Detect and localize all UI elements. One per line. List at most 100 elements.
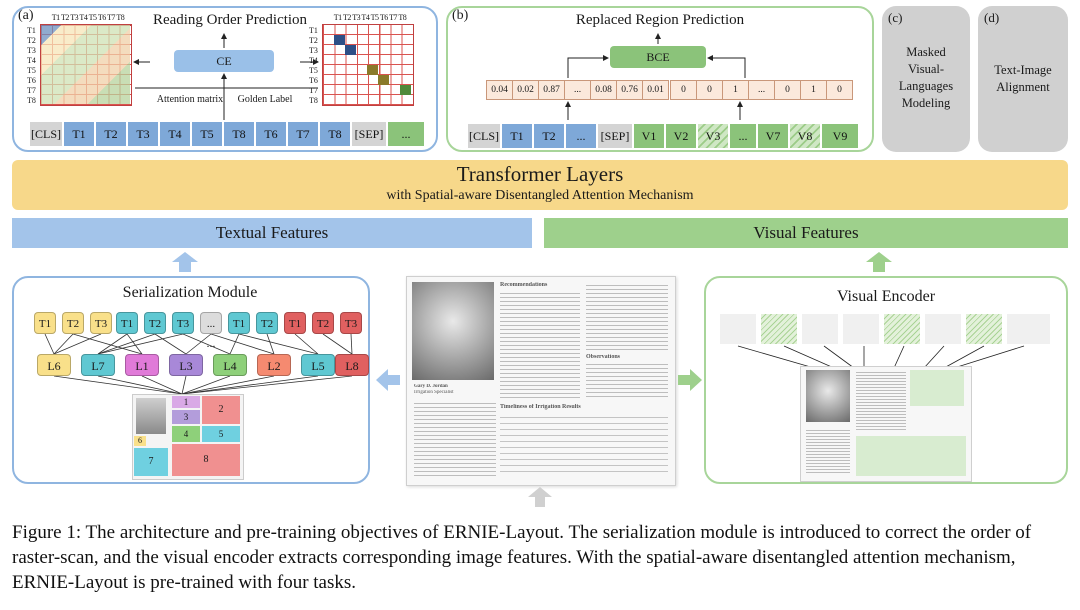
textual-features-band: Textual Features bbox=[12, 218, 532, 248]
panel-a-arrows bbox=[133, 33, 319, 120]
l-node: L1 bbox=[125, 354, 159, 376]
t-node: T3 bbox=[90, 312, 112, 334]
document-column-3 bbox=[586, 361, 668, 399]
serialization-module-panel bbox=[12, 276, 370, 484]
token-sep-a: [SEP] bbox=[352, 122, 386, 146]
token-a: T2 bbox=[96, 122, 126, 146]
token-a: T8 bbox=[224, 122, 254, 146]
region-photo bbox=[136, 398, 166, 434]
region-box: 3 bbox=[172, 410, 200, 424]
t-node: T1 bbox=[116, 312, 138, 334]
region-box: 6 bbox=[134, 436, 146, 446]
visual-encoder-panel bbox=[704, 276, 1068, 484]
document-heading-recommendations: Recommendations bbox=[500, 282, 548, 288]
serialization-title: Serialization Module bbox=[122, 284, 258, 301]
document-column-2 bbox=[586, 282, 668, 352]
t-node: T2 bbox=[144, 312, 166, 334]
panel-c-mvlm bbox=[882, 6, 970, 152]
document-column-1 bbox=[500, 290, 580, 400]
document-caption-role: Irrigation Specialist bbox=[414, 390, 454, 395]
panel-b-title: Replaced Region Prediction bbox=[575, 12, 745, 28]
transformer-layers-band bbox=[12, 160, 1068, 210]
region-box: 8 bbox=[172, 444, 240, 476]
panel-d-text: Text-Image Alignment bbox=[994, 63, 1052, 94]
panel-a-reading-order bbox=[12, 6, 438, 152]
l-node: L3 bbox=[169, 354, 203, 376]
l-node: L6 bbox=[37, 354, 71, 376]
document-caption-name: Gary D. Jordan bbox=[414, 384, 448, 389]
transformer-subtitle: with Spatial-aware Disentangled Attentio… bbox=[386, 188, 694, 203]
token-a: T6 bbox=[256, 122, 286, 146]
token-b-visual: V9 bbox=[822, 124, 858, 148]
region-box: 7 bbox=[134, 448, 168, 476]
token-b: ... bbox=[566, 124, 596, 148]
t-node: ... bbox=[200, 312, 222, 334]
visual-encoder-title: Visual Encoder bbox=[836, 288, 936, 305]
document-heading-table: Timeliness of Irrigation Results bbox=[500, 404, 581, 410]
panel-c-label: (c) bbox=[888, 10, 903, 25]
document-table bbox=[500, 412, 668, 476]
attention-matrix-col-labels: T1 T2 T3 T4 T5 T6 T7 T8 bbox=[51, 13, 125, 22]
panel-d-tia bbox=[978, 6, 1068, 152]
token-b-replaced: V3 bbox=[698, 124, 728, 148]
t-node: T2 bbox=[312, 312, 334, 334]
token-sep-b: [SEP] bbox=[598, 124, 632, 148]
arrow-to-serialization bbox=[376, 369, 400, 391]
l-node: L2 bbox=[257, 354, 291, 376]
attention-matrix-label: Attention matrix bbox=[156, 94, 224, 105]
region-box: 1 bbox=[172, 396, 200, 408]
golden-label-label: Golden Label bbox=[237, 94, 293, 105]
up-arrow-visual bbox=[866, 252, 892, 272]
region-box: 4 bbox=[172, 426, 200, 442]
visual-features-band: Visual Features bbox=[544, 218, 1068, 248]
panel-a-title: Reading Order Prediction bbox=[152, 12, 308, 28]
panel-b-arrows bbox=[565, 33, 746, 120]
panel-b-label: (b) bbox=[452, 8, 469, 23]
t-node: T1 bbox=[284, 312, 306, 334]
up-arrow-textual bbox=[172, 252, 198, 272]
arrow-up-document bbox=[528, 487, 552, 507]
l-node: L7 bbox=[81, 354, 115, 376]
l-node: L5 bbox=[301, 354, 335, 376]
token-cls-a: [CLS] bbox=[30, 122, 62, 146]
panel-b-replaced-region bbox=[446, 6, 874, 152]
token-b: T1 bbox=[502, 124, 532, 148]
token-a: T5 bbox=[192, 122, 222, 146]
serialization-edges bbox=[44, 333, 353, 395]
panel-a-label: (a) bbox=[18, 8, 34, 23]
arrow-to-visual-encoder bbox=[678, 369, 702, 391]
token-visual-a: ... bbox=[388, 122, 424, 146]
t-node: T2 bbox=[256, 312, 278, 334]
token-cls-b: [CLS] bbox=[468, 124, 500, 148]
l-node: L8 bbox=[335, 354, 369, 376]
ce-loss-box: CE bbox=[174, 50, 274, 72]
token-b: T2 bbox=[534, 124, 564, 148]
panel-c-text: Masked Visual-Languages Modeling bbox=[898, 45, 954, 110]
golden-label-diagonal bbox=[334, 35, 345, 45]
t-node: T2 bbox=[62, 312, 84, 334]
panel-d-label: (d) bbox=[984, 10, 1000, 25]
t-node: T3 bbox=[340, 312, 362, 334]
token-b-replaced: V8 bbox=[790, 124, 820, 148]
token-a: T3 bbox=[128, 122, 158, 146]
document-text-block bbox=[414, 400, 496, 476]
t-node: T3 bbox=[172, 312, 194, 334]
serialization-dots: ... bbox=[206, 336, 216, 350]
token-b-visual: V7 bbox=[758, 124, 788, 148]
visual-encoder-lines bbox=[737, 345, 1025, 369]
region-box: 5 bbox=[202, 426, 240, 442]
t-node: T1 bbox=[228, 312, 250, 334]
l-node: L4 bbox=[213, 354, 247, 376]
transformer-title: Transformer Layers bbox=[456, 162, 624, 186]
bce-loss-box: BCE bbox=[610, 46, 706, 68]
region-box: 2 bbox=[202, 396, 240, 424]
token-b-visual: ... bbox=[730, 124, 756, 148]
document-photo bbox=[412, 282, 494, 380]
golden-matrix-col-labels: T1 T2 T3 T4 T5 T6 T7 T8 bbox=[333, 13, 407, 22]
token-a: T7 bbox=[288, 122, 318, 146]
t-node: T1 bbox=[34, 312, 56, 334]
token-b-visual: V1 bbox=[634, 124, 664, 148]
